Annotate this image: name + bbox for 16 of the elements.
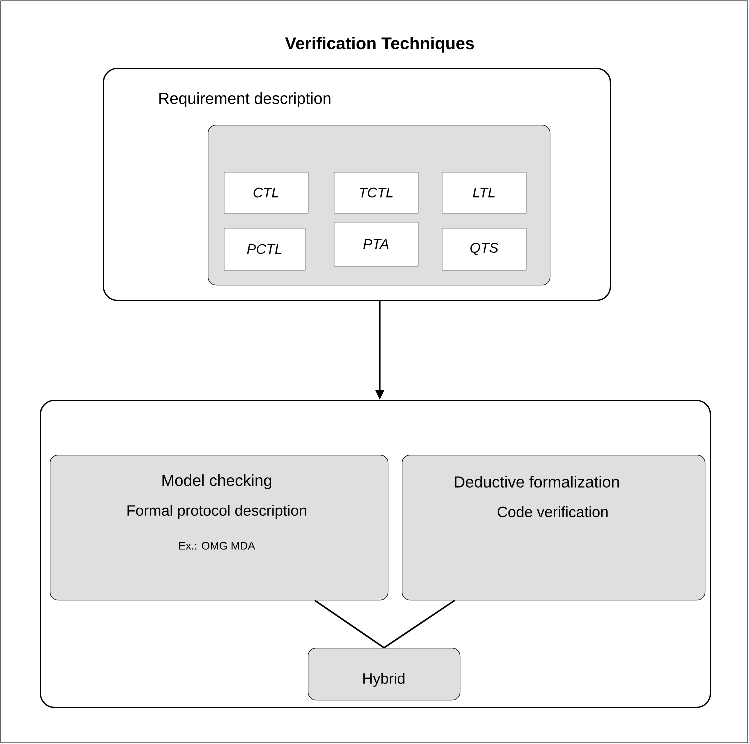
title: Verification Techniques	[285, 37, 474, 53]
box-label: Hybrid	[364, 673, 405, 687]
formula-box: TCTL	[334, 172, 419, 214]
box-subtitle: Formal protocol description	[128, 505, 306, 519]
formula-box: PCTL	[224, 228, 306, 271]
box-subtitle: Code verification	[498, 506, 608, 518]
formula-box: PTA	[334, 222, 419, 267]
connector-line	[384, 600, 456, 649]
formula-box: QTS	[442, 228, 527, 271]
example-text: Ex.: OMG MDA	[180, 542, 256, 550]
box-heading: Deductive formalization	[455, 476, 620, 488]
connector-line	[314, 600, 385, 649]
box-label: Requirement description	[160, 92, 331, 108]
formula-box: LTL	[442, 172, 527, 214]
formula-box: CTL	[224, 172, 309, 214]
box-heading: Model checking	[162, 474, 272, 490]
